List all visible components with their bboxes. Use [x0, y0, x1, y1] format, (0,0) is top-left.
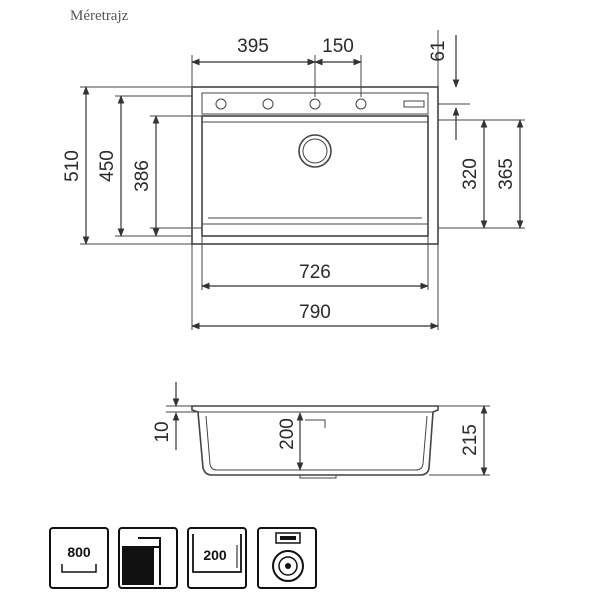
sink-outer-frame [191, 86, 439, 245]
dim-61: 61 [428, 40, 449, 61]
overmount-icon [118, 527, 178, 589]
tap-hole-3 [309, 98, 321, 110]
depth-label: 200 [203, 547, 227, 563]
dim-450: 450 [97, 150, 118, 182]
drain-inner [302, 138, 328, 164]
tap-hole-2 [262, 98, 274, 110]
dim-150: 150 [322, 36, 354, 57]
dim-726: 726 [299, 262, 331, 283]
dim-215: 215 [460, 424, 481, 456]
sink-top-view [191, 86, 439, 245]
drain-outlet [299, 474, 337, 479]
drain-icon [257, 527, 317, 589]
top-dimension-lines [82, 35, 524, 330]
sink-bowl [201, 115, 429, 237]
dim-790: 790 [299, 302, 331, 323]
dim-386: 386 [132, 160, 153, 192]
dim-395: 395 [237, 36, 269, 57]
tap-hole-4 [355, 98, 367, 110]
tap-hole-1 [215, 98, 227, 110]
dim-365: 365 [496, 158, 517, 190]
dim-200: 200 [277, 418, 298, 450]
cabinet-800-icon: 800 [49, 527, 109, 589]
dim-320: 320 [460, 158, 481, 190]
depth-200-icon: 200 [187, 527, 247, 589]
drain-outer [298, 134, 332, 168]
side-extension-lines [166, 405, 490, 476]
side-dimension-lines [172, 382, 488, 476]
dim-510: 510 [62, 150, 83, 182]
dim-10: 10 [152, 421, 173, 442]
page-title: Méretrajz [70, 8, 129, 24]
sink-side-view [191, 405, 439, 479]
cabinet-width-label: 800 [67, 544, 91, 560]
overflow-slot [403, 100, 425, 108]
